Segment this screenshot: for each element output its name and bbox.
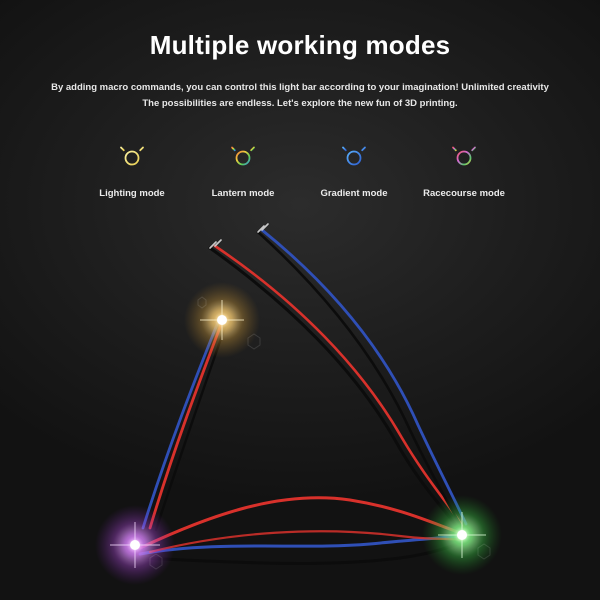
mode-label: Lantern mode [211, 188, 275, 199]
purple-led [95, 505, 175, 585]
mode-label: Lighting mode [99, 188, 165, 199]
lighting-mode-icon [116, 142, 148, 171]
warm-white-led [184, 282, 260, 358]
led-wire-photo [95, 223, 502, 585]
gradient-mode-icon [338, 142, 370, 171]
mode-gradient: Gradient mode [294, 140, 414, 199]
wire-bundle [138, 223, 468, 565]
mode-lantern: Lantern mode [183, 140, 303, 199]
mode-label: Racecourse mode [423, 188, 505, 199]
mode-list: Lighting mode [0, 140, 600, 210]
mode-lighting: Lighting mode [72, 140, 192, 199]
green-led [422, 495, 502, 575]
mode-label: Gradient mode [320, 188, 388, 199]
description-line-1: By adding macro commands, you can contro… [51, 82, 549, 93]
description-line-2: The possibilities are endless. Let's exp… [142, 98, 458, 109]
lantern-mode-icon [227, 142, 259, 171]
page-title: Multiple working modes [149, 30, 451, 60]
bokeh-decoration [149, 296, 491, 570]
mode-racecourse: Racecourse mode [404, 140, 524, 199]
racecourse-mode-icon [448, 142, 480, 171]
